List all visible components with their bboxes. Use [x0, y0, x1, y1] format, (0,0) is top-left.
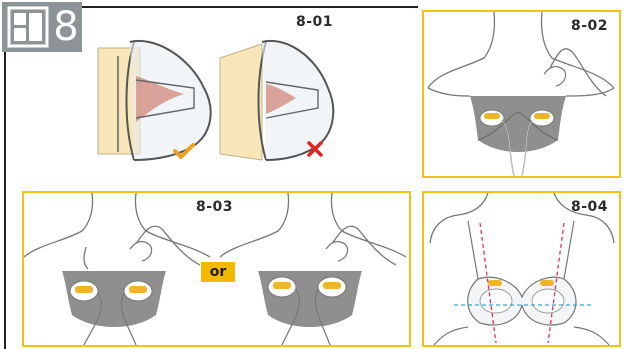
cross-icon	[307, 141, 323, 157]
checkmark-icon	[173, 143, 195, 159]
step-label-8-04: 8-04	[571, 199, 608, 215]
section-number: 8	[50, 4, 82, 50]
bra-alignment-guide-illustration	[424, 193, 619, 345]
step-label-8-02: 8-02	[571, 18, 608, 34]
flange-correct-fit-illustration	[94, 36, 224, 166]
divider-left	[4, 52, 6, 349]
divider-top	[82, 6, 418, 8]
woman-placing-flanges-illustration	[424, 12, 619, 176]
panel-8-04: 8-04	[422, 191, 621, 347]
flange-incorrect-fit-illustration	[214, 36, 344, 166]
section-badge: 8	[2, 2, 82, 52]
step-label-8-01: 8-01	[296, 14, 333, 30]
layout-grid-icon	[8, 7, 48, 47]
or-badge: or	[201, 262, 235, 282]
woman-bra-positioning-illustration-a	[24, 193, 214, 345]
panel-8-02: 8-02	[422, 10, 621, 178]
woman-bra-positioning-illustration-b	[220, 193, 410, 345]
